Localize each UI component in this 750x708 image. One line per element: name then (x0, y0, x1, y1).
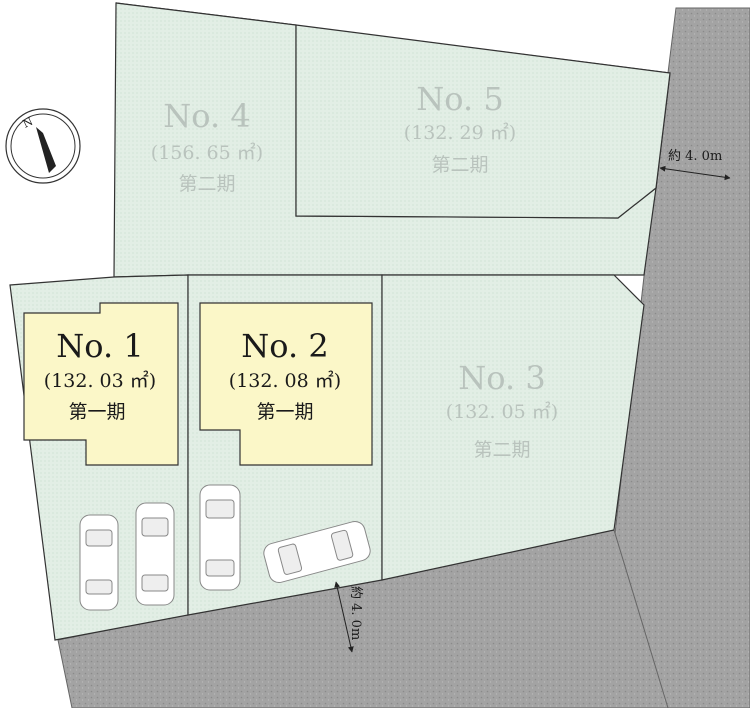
south-road-width-label: 約 4. 0m (348, 586, 363, 640)
lot-number: No. 4 (163, 97, 250, 135)
lot-2-building (199, 302, 373, 466)
east-road-dimension-line (659, 165, 731, 181)
lot-number: No. 1 (56, 327, 143, 365)
lot-1-label: No. 1 (132. 03 ㎡) 第一期 (44, 327, 156, 423)
lot-4-label: No. 4 (156. 65 ㎡) 第二期 (151, 97, 263, 195)
lot-number: No. 5 (416, 80, 503, 118)
lot-phase: 第一期 (256, 401, 313, 423)
lot-area: (132. 08 ㎡) (229, 369, 341, 392)
lot-1-building (23, 302, 179, 466)
lot-area: (132. 05 ㎡) (446, 400, 558, 423)
lot-area: (132. 29 ㎡) (404, 121, 516, 144)
lot-number: No. 3 (458, 359, 545, 397)
lot-phase: 第二期 (473, 439, 530, 461)
car-icon (79, 514, 119, 611)
lot-number: No. 2 (241, 327, 328, 365)
lot-phase: 第二期 (431, 154, 488, 176)
lot-area: (156. 65 ㎡) (151, 141, 263, 164)
lot-phase: 第一期 (68, 401, 125, 423)
lot-5-label: No. 5 (132. 29 ㎡) 第二期 (404, 80, 516, 176)
east-road-width-label: 約 4. 0m (668, 149, 722, 164)
car-icon (199, 484, 241, 591)
lot-3-label: No. 3 (132. 05 ㎡) 第二期 (446, 359, 558, 461)
lot-area: (132. 03 ㎡) (44, 369, 156, 392)
lot-2-label: No. 2 (132. 08 ㎡) 第一期 (229, 327, 341, 423)
south-road-dimension-line (334, 581, 354, 653)
lot-5-plot (295, 24, 671, 219)
car-icon (263, 520, 371, 584)
car-icon (135, 502, 175, 606)
lot-phase: 第二期 (178, 173, 235, 195)
lot-3-plot (381, 274, 645, 581)
compass-icon: N (5, 108, 81, 184)
